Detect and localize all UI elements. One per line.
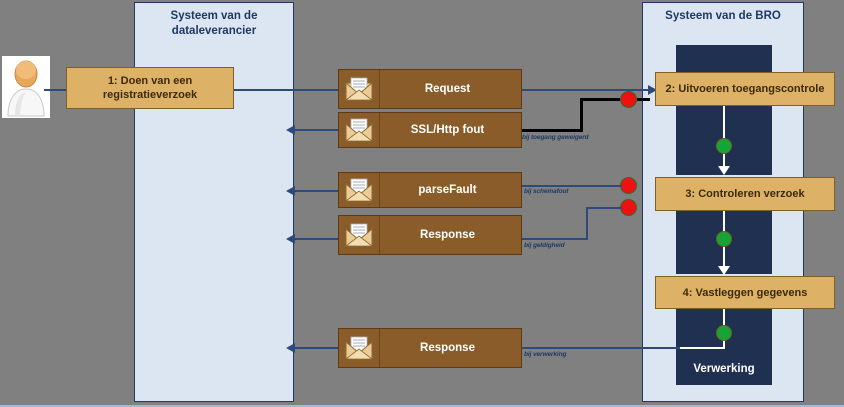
condition-verwerking: bij verwerking bbox=[524, 351, 567, 358]
lane-dataleverancier-title-line2: dataleverancier bbox=[171, 25, 257, 37]
connector-request-step2 bbox=[522, 89, 652, 91]
message-request[interactable]: Request bbox=[338, 69, 522, 109]
message-parsefault[interactable]: parseFault bbox=[338, 172, 522, 208]
envelope-icon-response-mid bbox=[339, 216, 380, 254]
condition-schemafout: bij schemafout bbox=[524, 188, 569, 195]
connector-ssl-to-lane bbox=[294, 129, 338, 131]
message-response-mid[interactable]: Response bbox=[338, 215, 522, 255]
arrowhead-2-3 bbox=[718, 166, 730, 175]
fault-path-top-v bbox=[580, 98, 583, 132]
connector-actor-step1 bbox=[44, 89, 66, 91]
envelope-icon bbox=[345, 77, 373, 101]
envelope-icon bbox=[345, 178, 373, 202]
flow-verwerking-out-h bbox=[676, 347, 724, 349]
fault-path-geldig-v bbox=[586, 207, 588, 240]
message-response-end[interactable]: Response bbox=[338, 328, 522, 368]
error-dot-schemafout bbox=[620, 177, 637, 194]
arrowhead-ssl-to-lane bbox=[286, 125, 295, 135]
lane-bro-title-line1: Systeem van de BRO bbox=[665, 10, 781, 22]
connector-step1-request bbox=[234, 89, 338, 91]
avatar bbox=[2, 56, 50, 118]
message-response-end-label: Response bbox=[420, 342, 475, 354]
fault-path-geldig-h2 bbox=[522, 238, 588, 240]
message-ssl-http-fout[interactable]: SSL/Http fout bbox=[338, 112, 522, 148]
fault-path-schema-h bbox=[522, 185, 622, 187]
envelope-icon-response-end bbox=[339, 329, 380, 367]
message-response-mid-label: Response bbox=[420, 229, 475, 241]
step-3-box[interactable]: 3: Controleren verzoek bbox=[655, 177, 835, 211]
arrowhead-response-end-to-lane bbox=[286, 343, 295, 353]
connector-response-end-to-lane bbox=[294, 347, 338, 349]
step-2-label: 2: Uitvoeren toegangscontrole bbox=[665, 83, 825, 95]
arrowhead-request-step2 bbox=[648, 85, 657, 95]
step-3-label: 3: Controleren verzoek bbox=[685, 188, 805, 200]
arrowhead-3-4 bbox=[718, 266, 730, 275]
lane-bro-title: Systeem van de BRO bbox=[643, 9, 803, 24]
step-1-label-line2: registratieverzoek bbox=[102, 89, 198, 101]
error-dot-toegang bbox=[620, 91, 637, 108]
connector-verwerking-response bbox=[522, 347, 680, 349]
message-request-label: Request bbox=[424, 83, 471, 95]
envelope-icon-request bbox=[339, 70, 380, 108]
lane-dataleverancier-title-line1: Systeem van de bbox=[170, 10, 258, 22]
condition-geldigheid: bij geldigheid bbox=[524, 242, 565, 249]
step-1-label-line1: 1: Doen van een bbox=[107, 75, 193, 87]
envelope-icon bbox=[345, 223, 373, 247]
fault-path-top-h2 bbox=[522, 129, 583, 132]
arrowhead-response-mid-to-lane bbox=[286, 234, 295, 244]
lane-dataleverancier-title: Systeem van de dataleverancier bbox=[135, 9, 293, 39]
step-1-box[interactable]: 1: Doen van een registratieverzoek bbox=[66, 67, 234, 109]
ok-dot-verwerking bbox=[716, 325, 732, 341]
envelope-icon bbox=[345, 118, 373, 142]
lane-dataleverancier: Systeem van de dataleverancier bbox=[134, 2, 294, 402]
message-parsefault-label: parseFault bbox=[418, 184, 477, 196]
ok-dot-3-4 bbox=[716, 231, 732, 247]
processing-band-top bbox=[676, 45, 772, 76]
fault-path-geldig-h1 bbox=[586, 207, 622, 209]
connector-response-mid-to-lane bbox=[294, 238, 338, 240]
message-ssl-http-fout-label: SSL/Http fout bbox=[410, 124, 485, 136]
step-4-box[interactable]: 4: Vastleggen gegevens bbox=[655, 276, 835, 309]
flow-2-3-line bbox=[723, 106, 725, 168]
fault-path-top-h bbox=[580, 98, 650, 101]
step-4-label: 4: Vastleggen gegevens bbox=[682, 286, 808, 299]
step-2-box[interactable]: 2: Uitvoeren toegangscontrole bbox=[655, 72, 835, 106]
arrowhead-parsefault-to-lane bbox=[286, 186, 295, 196]
ok-dot-2-3 bbox=[716, 138, 732, 154]
person-icon bbox=[7, 60, 45, 117]
processing-label: Verwerking bbox=[693, 363, 755, 375]
envelope-icon-ssl bbox=[339, 113, 380, 147]
connector-parsefault-to-lane bbox=[294, 190, 338, 192]
envelope-icon bbox=[345, 336, 373, 360]
condition-toegang-geweigerd: bij toegang geweigerd bbox=[522, 134, 589, 141]
envelope-icon-parsefault bbox=[339, 173, 380, 207]
error-dot-geldigheid bbox=[620, 199, 637, 216]
